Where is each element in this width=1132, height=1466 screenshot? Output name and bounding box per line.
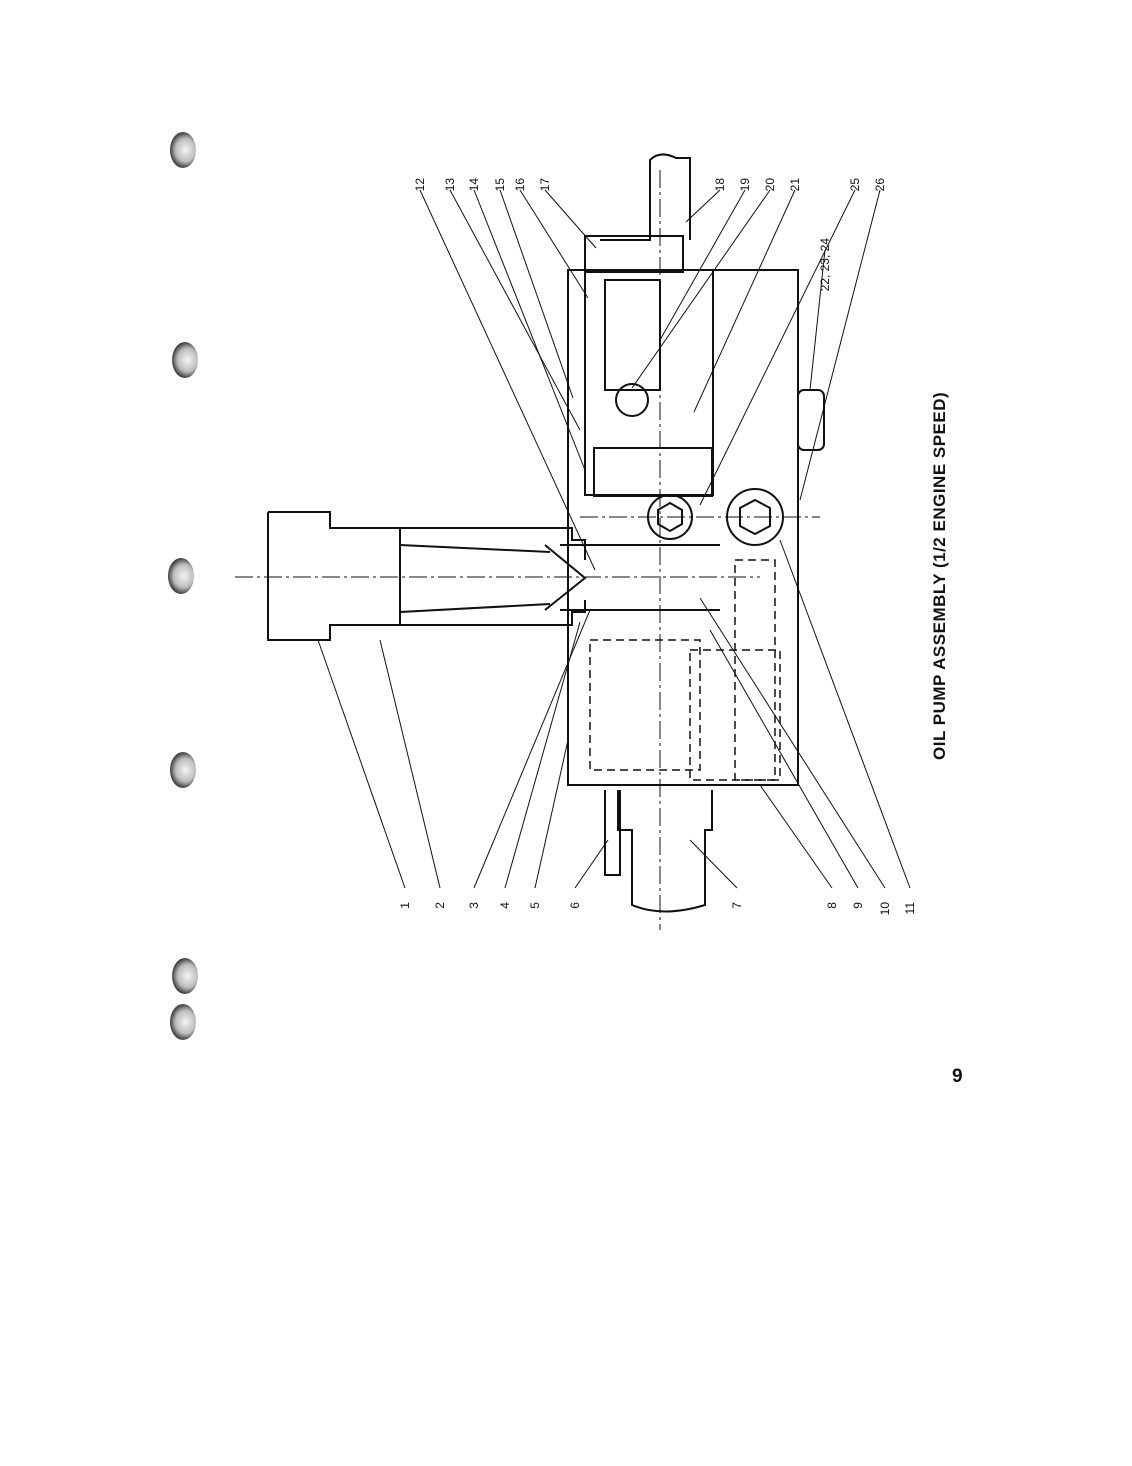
drive-housing <box>268 511 586 560</box>
figure-caption: OIL PUMP ASSEMBLY (1/2 ENGINE SPEED) <box>930 391 949 760</box>
callout-label: 17 <box>538 178 552 192</box>
callout-label: 4 <box>498 902 512 909</box>
punch-hole <box>170 752 196 788</box>
shaft <box>560 544 720 611</box>
callout-label: 14 <box>467 178 481 192</box>
callout-label: 13 <box>443 178 457 192</box>
bushing <box>593 447 713 497</box>
page-number: 9 <box>952 1066 963 1087</box>
callout-label: 12 <box>413 178 427 192</box>
callout-label: 15 <box>493 178 507 192</box>
punch-hole <box>170 1004 196 1040</box>
callout-label: 21 <box>788 178 802 192</box>
callout-label: 11 <box>903 902 917 915</box>
inlet-fitting-upper <box>604 790 621 876</box>
relief-cap <box>584 235 684 273</box>
punch-hole <box>172 958 198 994</box>
pump-body <box>567 269 799 786</box>
callout-label: 8 <box>825 902 839 909</box>
callout-label: 26 <box>873 178 887 192</box>
callout-label: 7 <box>730 902 744 909</box>
callout-label: 9 <box>851 902 865 909</box>
callout-label: 18 <box>713 178 727 192</box>
punch-hole <box>172 342 198 378</box>
callout-label: 5 <box>528 902 542 909</box>
punch-hole <box>168 558 194 594</box>
callout-label: 3 <box>467 902 481 909</box>
callout-label: 6 <box>568 902 582 909</box>
punch-hole <box>170 132 196 168</box>
callout-label: 20 <box>763 178 777 192</box>
callout-label: 25 <box>848 178 862 192</box>
callout-label: 2 <box>433 902 447 909</box>
callout-label: 10 <box>878 902 892 916</box>
inlet-fitting <box>617 790 713 913</box>
outlet-fitting <box>600 153 691 241</box>
spring-chamber <box>604 279 661 391</box>
hex-nut <box>797 389 825 451</box>
callout-label: 19 <box>738 178 752 192</box>
check-ball <box>615 383 649 417</box>
drive-housing-lower <box>267 512 586 641</box>
callout-label: 22, 23, 24 <box>818 238 832 292</box>
callout-label: 1 <box>398 902 412 909</box>
callout-label: 16 <box>513 178 527 192</box>
